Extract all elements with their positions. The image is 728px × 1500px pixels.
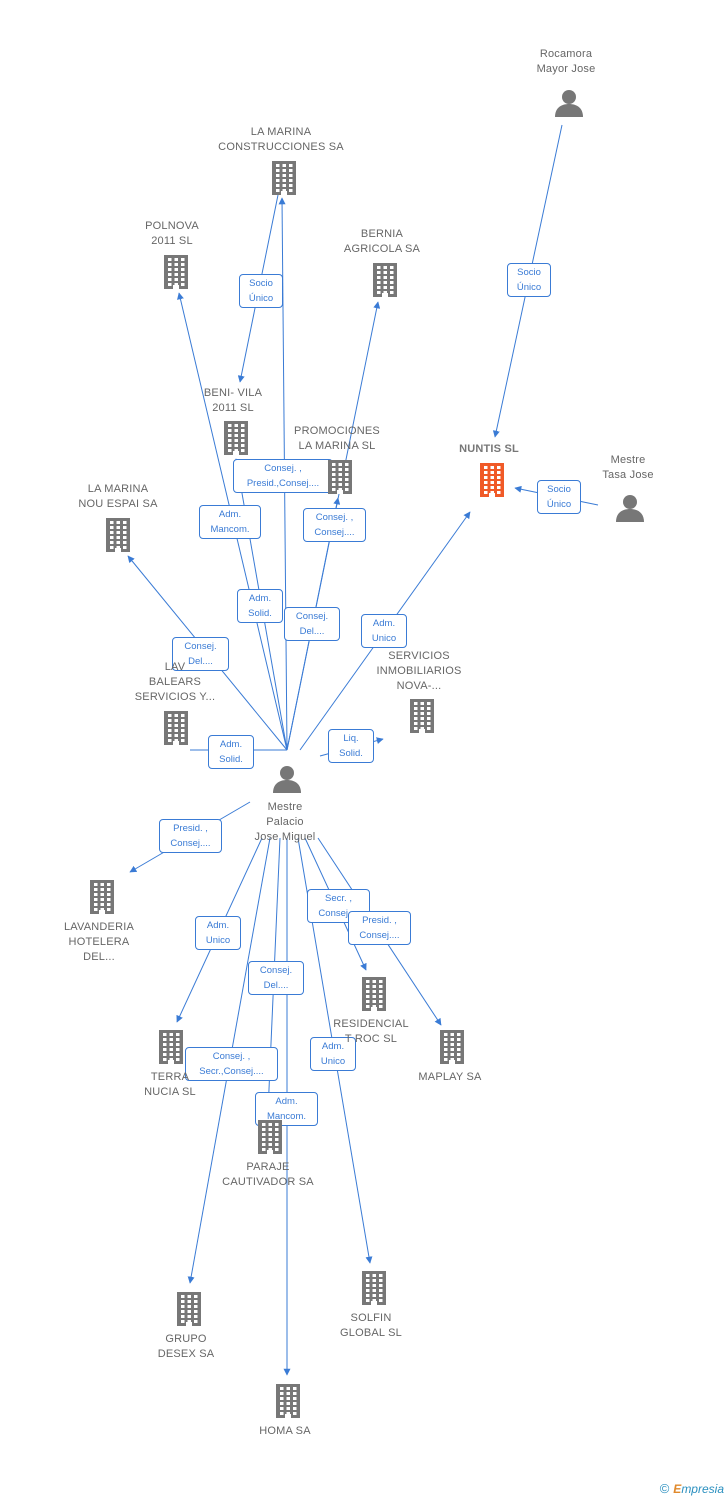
node-label-polnova[interactable]: POLNOVA 2011 SL (97, 219, 247, 249)
building-icon-terra[interactable] (156, 1030, 186, 1064)
node-name: RESIDENCIAL T ROC SL (333, 1018, 409, 1045)
building-icon-lavanderia[interactable] (87, 880, 117, 914)
node-label-lav_balears[interactable]: LAV BALEARS SERVICIOS Y... (100, 660, 250, 705)
node-name: LAVANDERIA HOTELERA DEL... (63, 921, 135, 963)
edge-label-mestre_palacio-lamarina_cons[interactable]: Adm. Solid. (237, 589, 283, 623)
node-name: GRUPO DESEX SA (157, 1333, 215, 1360)
node-label-terra[interactable]: TERRA NUCIA SL (95, 1070, 245, 1100)
building-icon-benivila[interactable] (221, 421, 251, 455)
edge-label-mestre_palacio-polnova[interactable]: Adm. Mancom. (199, 505, 261, 539)
edge-label-mestre_palacio-terra[interactable]: Adm. Unico (195, 916, 241, 950)
node-name: LAV BALEARS SERVICIOS Y... (134, 661, 216, 703)
node-label-promociones[interactable]: PROMOCIONES LA MARINA SL (262, 424, 412, 454)
edge-label-mestre_palacio-lav_balears[interactable]: Adm. Solid. (208, 735, 254, 769)
edge-label-mestre_palacio-bernia[interactable]: Consej. Del.... (284, 607, 340, 641)
edge-label-mestre_palacio-maplay[interactable]: Presid. , Consej.... (348, 911, 411, 945)
building-icon-lamarina_cons[interactable] (269, 161, 299, 195)
node-label-solfin[interactable]: SOLFIN GLOBAL SL (296, 1311, 446, 1341)
edge-label-lamarina_cons-benivila[interactable]: Socio Único (239, 274, 283, 308)
node-name: TERRA NUCIA SL (144, 1071, 196, 1098)
node-name: LA MARINA CONSTRUCCIONES SA (218, 126, 344, 153)
node-label-rocamora[interactable]: Rocamora Mayor Jose (491, 47, 641, 77)
edge-label-mestre_palacio-nuntis[interactable]: Adm. Unico (361, 614, 407, 648)
edge-label-mestre_palacio-promociones[interactable]: Consej. , Consej.... (303, 508, 366, 542)
person-icon-rocamora[interactable] (554, 88, 584, 118)
node-label-lamarina_nou[interactable]: LA MARINA NOU ESPAI SA (43, 482, 193, 512)
edge-label-mestre_palacio-servicios_inmo[interactable]: Liq. Solid. (328, 729, 374, 763)
building-icon-servicios_inmo[interactable] (407, 699, 437, 733)
edge-label-mestre_palacio-grupo[interactable]: Consej. , Secr.,Consej.... (185, 1047, 278, 1081)
edge-label-rocamora-nuntis[interactable]: Socio Único (507, 263, 551, 297)
brand-name: mpresia (681, 1482, 724, 1496)
edge-label-mestre_palacio-solfin[interactable]: Adm. Unico (310, 1037, 356, 1071)
brand-footer: ©Empresia (660, 1481, 724, 1496)
edge-label-mestre_tasa-nuntis[interactable]: Socio Único (537, 480, 581, 514)
node-name: LA MARINA NOU ESPAI SA (78, 483, 158, 510)
building-icon-nuntis[interactable] (477, 463, 507, 497)
building-icon-solfin[interactable] (359, 1271, 389, 1305)
building-icon-paraje[interactable] (255, 1120, 285, 1154)
node-name: PROMOCIONES LA MARINA SL (294, 425, 380, 452)
node-name: NUNTIS SL (459, 443, 519, 455)
edge-label-mestre_palacio-benivila[interactable]: Consej. , Presid.,Consej.... (233, 459, 333, 493)
node-name: BENI- VILA 2011 SL (203, 387, 263, 414)
node-label-lavanderia[interactable]: LAVANDERIA HOTELERA DEL... (24, 920, 174, 965)
building-icon-promociones[interactable] (325, 460, 355, 494)
building-icon-maplay[interactable] (437, 1030, 467, 1064)
node-label-grupo[interactable]: GRUPO DESEX SA (111, 1332, 261, 1362)
building-icon-residencial[interactable] (359, 977, 389, 1011)
node-label-homa[interactable]: HOMA SA (210, 1424, 360, 1439)
node-name: BERNIA AGRICOLA SA (343, 228, 421, 255)
node-label-servicios_inmo[interactable]: SERVICIOS INMOBILIARIOS NOVA-... (344, 649, 494, 694)
edge-label-mestre_palacio-lamarina_nou[interactable]: Consej. Del.... (172, 637, 229, 671)
building-icon-homa[interactable] (273, 1384, 303, 1418)
building-icon-lamarina_nou[interactable] (103, 518, 133, 552)
brand-initial: E (673, 1482, 682, 1496)
node-label-benivila[interactable]: BENI- VILA 2011 SL (158, 386, 308, 416)
node-label-mestre_palacio[interactable]: Mestre Palacio Jose Miguel (210, 800, 360, 845)
copyright-icon: © (659, 1481, 670, 1496)
node-name: SERVICIOS INMOBILIARIOS NOVA-... (376, 650, 462, 692)
node-name: Rocamora Mayor Jose (536, 48, 596, 75)
building-icon-polnova[interactable] (161, 255, 191, 289)
node-label-residencial[interactable]: RESIDENCIAL T ROC SL (296, 1017, 446, 1047)
node-name: MAPLAY SA (418, 1071, 482, 1083)
node-name: SOLFIN GLOBAL SL (340, 1312, 402, 1339)
node-label-nuntis[interactable]: NUNTIS SL (414, 442, 564, 457)
building-icon-bernia[interactable] (370, 263, 400, 297)
node-name: Mestre Tasa Jose (602, 454, 654, 481)
person-icon-mestre_palacio[interactable] (272, 764, 302, 794)
node-label-maplay[interactable]: MAPLAY SA (375, 1070, 525, 1085)
node-label-bernia[interactable]: BERNIA AGRICOLA SA (307, 227, 457, 257)
node-label-mestre_tasa[interactable]: Mestre Tasa Jose (553, 453, 703, 483)
node-label-lamarina_cons[interactable]: LA MARINA CONSTRUCCIONES SA (206, 125, 356, 155)
edge-label-mestre_palacio-paraje[interactable]: Consej. Del.... (248, 961, 304, 995)
person-icon-mestre_tasa[interactable] (615, 493, 645, 523)
building-icon-lav_balears[interactable] (161, 711, 191, 745)
node-name: POLNOVA 2011 SL (145, 220, 199, 247)
node-name: PARAJE CAUTIVADOR SA (222, 1161, 314, 1188)
edge-label-mestre_palacio-lavanderia[interactable]: Presid. , Consej.... (159, 819, 222, 853)
node-name: HOMA SA (259, 1425, 311, 1437)
node-name: Mestre Palacio Jose Miguel (254, 801, 316, 843)
node-label-paraje[interactable]: PARAJE CAUTIVADOR SA (193, 1160, 343, 1190)
building-icon-grupo[interactable] (174, 1292, 204, 1326)
